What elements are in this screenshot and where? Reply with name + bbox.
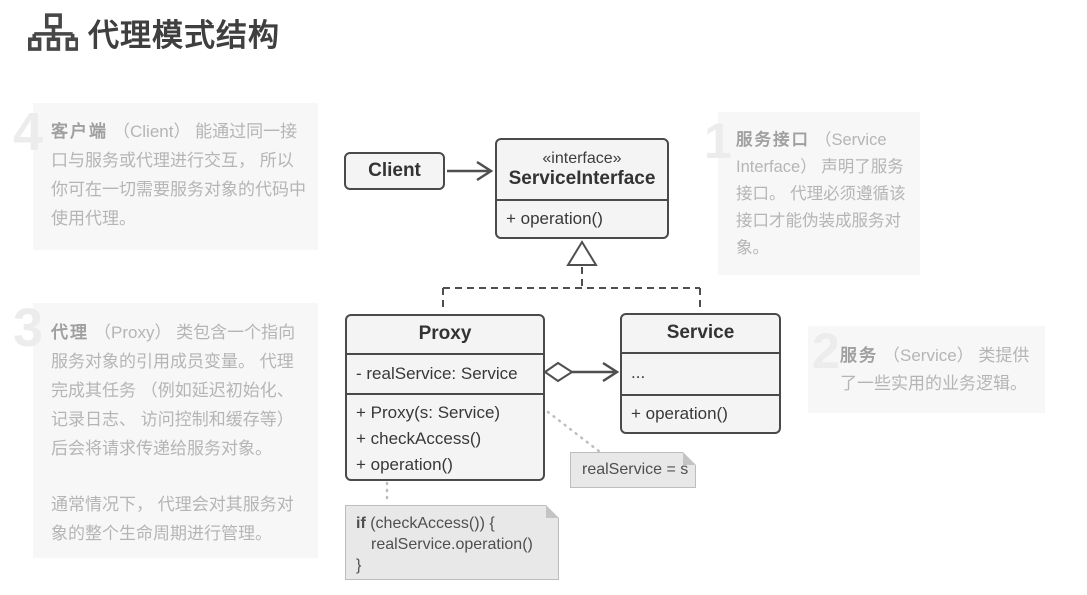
annotation-service-interface: 1 服务接口（Service Interface） 声明了服务接口。 代理必须遵… [704,112,920,275]
annotation-service-interface-body: 服务接口（Service Interface） 声明了服务接口。 代理必须遵循该… [736,127,908,262]
annotation-keyword: 客户端 [51,122,108,141]
interface-header: «interface» ServiceInterface [497,140,667,199]
interface-stereotype: «interface» [542,149,622,167]
annotation-number-3: 3 [13,298,44,358]
service-ellipsis: ... [622,352,779,394]
annotation-proxy: 3 代理（Proxy） 类包含一个指向服务对象的引用成员变量。 代理完成其任务 … [13,301,318,558]
uml-service-interface-box: «interface» ServiceInterface + operation… [495,138,669,239]
annotation-number-1: 1 [704,113,732,169]
code-line-3: } [356,557,362,574]
note-proxy-operation-code: if (checkAccess()) { realService.operati… [345,505,559,580]
annotation-keyword: 服务 [840,346,878,365]
proxy-method-constructor: + Proxy(s: Service) [356,403,501,422]
annotation-service-body: 服务（Service） 类提供了一些实用的业务逻辑。 [840,342,1040,398]
interface-class-name: ServiceInterface [508,167,656,189]
annotation-client-body: 客户端（Client） 能通过同一接口与服务或代理进行交互， 所以你可在一切需要… [51,117,307,233]
proxy-service-aggregation-arrow [543,361,620,383]
page-title: 代理模式结构 [88,18,280,53]
annotation-proxy-body: 代理（Proxy） 类包含一个指向服务对象的引用成员变量。 代理完成其任务 （例… [51,318,306,548]
annotation-text: （Service Interface） 声明了服务接口。 代理必须遵循该接口才能… [736,131,906,257]
structure-icon [28,12,78,51]
service-operation: + operation() [622,394,779,432]
annotation-number-4: 4 [13,102,44,162]
code-line-1: if (checkAccess()) { [356,515,495,532]
annotation-service: 2 服务（Service） 类提供了一些实用的业务逻辑。 [808,326,1045,413]
annotation-client: 4 客户端（Client） 能通过同一接口与服务或代理进行交互， 所以你可在一切… [13,103,318,250]
annotation-text: （Proxy） 类包含一个指向服务对象的引用成员变量。 代理完成其任务 （例如延… [51,323,296,458]
annotation-keyword: 服务接口 [736,131,810,149]
proxy-field: - realService: Service [347,353,543,393]
interface-operation: + operation() [497,199,667,237]
page-header: 代理模式结构 [28,10,280,55]
uml-service-box: Service ... + operation() [620,313,781,434]
client-to-interface-arrow [447,160,494,182]
note-assign-text: realService = s [582,461,689,478]
proxy-methods: + Proxy(s: Service) + checkAccess() + op… [347,393,543,483]
proxy-method-operation: + operation() [356,455,453,474]
uml-proxy-box: Proxy - realService: Service + Proxy(s: … [345,314,545,481]
annotation-text: （Client） 能通过同一接口与服务或代理进行交互， 所以你可在一切需要服务对… [51,122,306,228]
note-realservice-assignment: realService = s [570,452,696,488]
annotation-text: （Service） 类提供了一些实用的业务逻辑。 [840,346,1030,393]
service-class-name: Service [666,322,735,343]
proxy-method-checkaccess: + checkAccess() [356,429,482,448]
annotation-keyword: 代理 [51,323,89,342]
annotation-number-2: 2 [812,323,840,379]
code-if-keyword: if [356,515,366,532]
client-class-name: Client [368,160,421,181]
proxy-class-name: Proxy [418,323,472,344]
uml-client-box: Client [344,152,445,190]
annotation-text-2: 通常情况下， 代理会对其服务对象的整个生命周期进行管理。 [51,495,294,543]
code-line-2: realService.operation() [371,536,533,553]
realization-connector [442,240,701,312]
